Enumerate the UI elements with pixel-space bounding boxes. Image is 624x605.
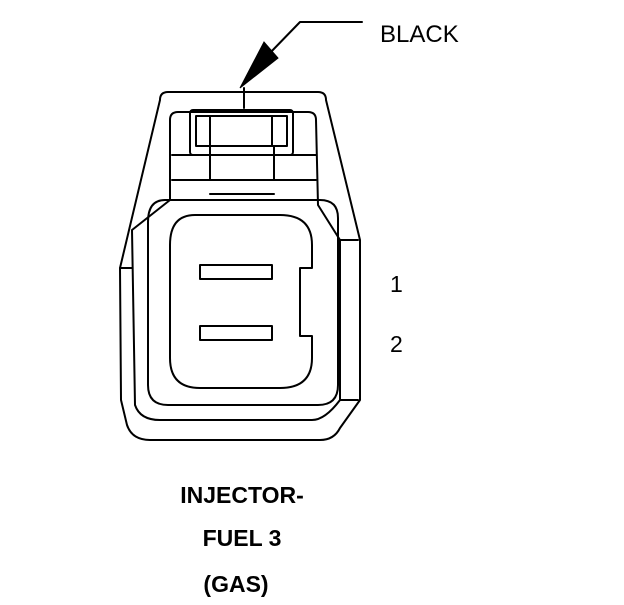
wire-color-label: BLACK	[380, 21, 459, 48]
terminal-slot-1	[199, 264, 273, 280]
connector-mating-face	[169, 214, 313, 389]
pin-label-2: 2	[390, 331, 403, 357]
connector-mating-bezel	[147, 199, 339, 406]
terminal-slot-2	[199, 325, 273, 341]
locking-tab-base	[209, 145, 275, 181]
caption-line-2: FUEL 3	[203, 525, 282, 551]
connector-outer-housing	[119, 91, 361, 441]
caption-line-3: (GAS)	[203, 571, 268, 597]
caption-line-1: INJECTOR-	[180, 482, 304, 508]
callout-arrowhead	[239, 41, 279, 89]
callout-leader-line	[267, 21, 363, 56]
pin-label-1: 1	[390, 271, 403, 297]
connector-right-step	[339, 239, 359, 401]
